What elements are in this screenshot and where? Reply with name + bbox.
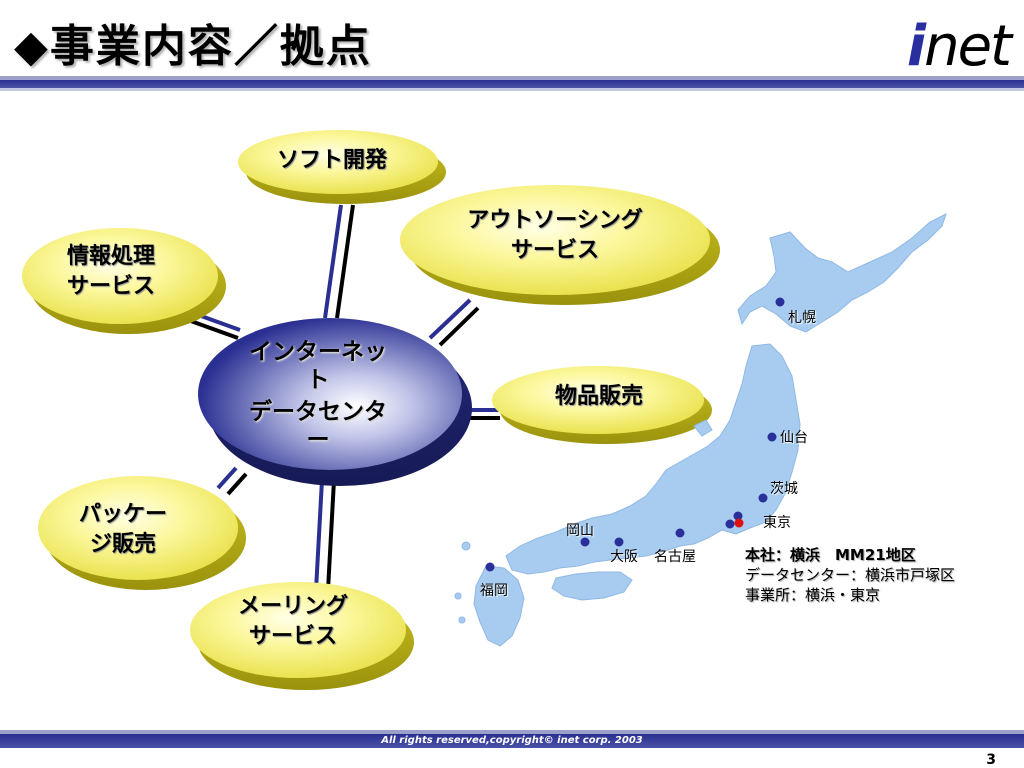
dot-osaka (614, 537, 624, 547)
node-label-goods: 物品販売 (554, 384, 643, 409)
node-disk-info (22, 228, 226, 334)
copyright-text: All rights reserved,copyright© inet corp… (381, 735, 643, 746)
node-label-mailing-line2: サービス (248, 624, 337, 649)
page-title: ◆事業内容／拠点 (14, 21, 372, 72)
footer-rule (0, 734, 1024, 748)
logo-i: i (906, 14, 926, 79)
node-label-mailing: メーリング サービス (218, 592, 368, 652)
node-label-outsourcing: アウトソーシング サービス (440, 206, 670, 266)
office-info-datacenter: データセンター：横浜市戸塚区 (745, 566, 956, 584)
header-rule (0, 80, 1024, 88)
map-shikoku (551, 571, 633, 601)
map-hokkaido (737, 213, 947, 333)
map-honshu (505, 343, 801, 575)
dot-yokohama-dc (725, 519, 735, 529)
city-label-nagoya: 名古屋 (654, 549, 696, 565)
city-label-okayama: 岡山 (566, 523, 594, 539)
node-label-package-line1: パッケー (78, 502, 167, 527)
dot-fukuoka (485, 562, 495, 572)
node-disk-mailing (190, 582, 414, 690)
header-rule-bottom (0, 88, 1024, 91)
city-label-osaka: 大阪 (610, 549, 638, 565)
node-label-outsourcing-line1: アウトソーシング (467, 208, 643, 233)
page-number: 3 (986, 752, 996, 768)
city-label-ibaraki: 茨城 (770, 481, 798, 497)
node-disk-soft (238, 130, 446, 204)
city-label-tokyo: 東京 (763, 515, 791, 531)
node-label-mailing-line1: メーリング (237, 594, 348, 619)
node-label-package: パッケー ジ販売 (58, 500, 188, 560)
center-disk (198, 318, 472, 486)
map-kyushu (473, 565, 525, 647)
inet-logo: inet (906, 14, 1012, 79)
city-label-sapporo: 札幌 (788, 310, 816, 326)
node-label-info: 情報処理 サービス (46, 242, 176, 302)
header-rule-top (0, 76, 1024, 80)
city-label-sendai: 仙台 (780, 430, 808, 446)
dot-sapporo (775, 297, 785, 307)
node-disk-outsourcing (400, 185, 720, 305)
office-info-offices: 事業所：横浜・東京 (745, 586, 881, 604)
dot-ibaraki (758, 493, 768, 503)
node-label-soft: ソフト開発 (276, 148, 387, 173)
map-city-dots (485, 297, 785, 572)
logo-text: net (924, 14, 1012, 79)
dot-hq-yokohama (734, 518, 744, 528)
center-label-line2: データセンター (249, 399, 387, 453)
center-label: インターネット データセンター (238, 338, 398, 454)
dot-tokyo (733, 511, 743, 521)
node-disk-package (38, 476, 246, 590)
center-label-line1: インターネット (249, 339, 387, 393)
node-disk-goods (492, 366, 712, 444)
office-info: 本社：横浜 MM21地区 データセンター：横浜市戸塚区 事業所：横浜・東京 (745, 545, 955, 605)
dot-okayama (580, 537, 590, 547)
node-label-package-line2: ジ販売 (89, 532, 156, 557)
dot-nagoya (675, 528, 685, 538)
node-label-outsourcing-line2: サービス (510, 238, 599, 263)
city-label-fukuoka: 福岡 (480, 583, 508, 599)
office-info-hq: 本社：横浜 MM21地区 (745, 546, 916, 564)
japan-map (454, 213, 947, 647)
node-label-info-line1: 情報処理 (66, 244, 155, 269)
footer-rule-top (0, 730, 1024, 734)
node-label-info-line2: サービス (66, 274, 155, 299)
dot-sendai (767, 432, 777, 442)
